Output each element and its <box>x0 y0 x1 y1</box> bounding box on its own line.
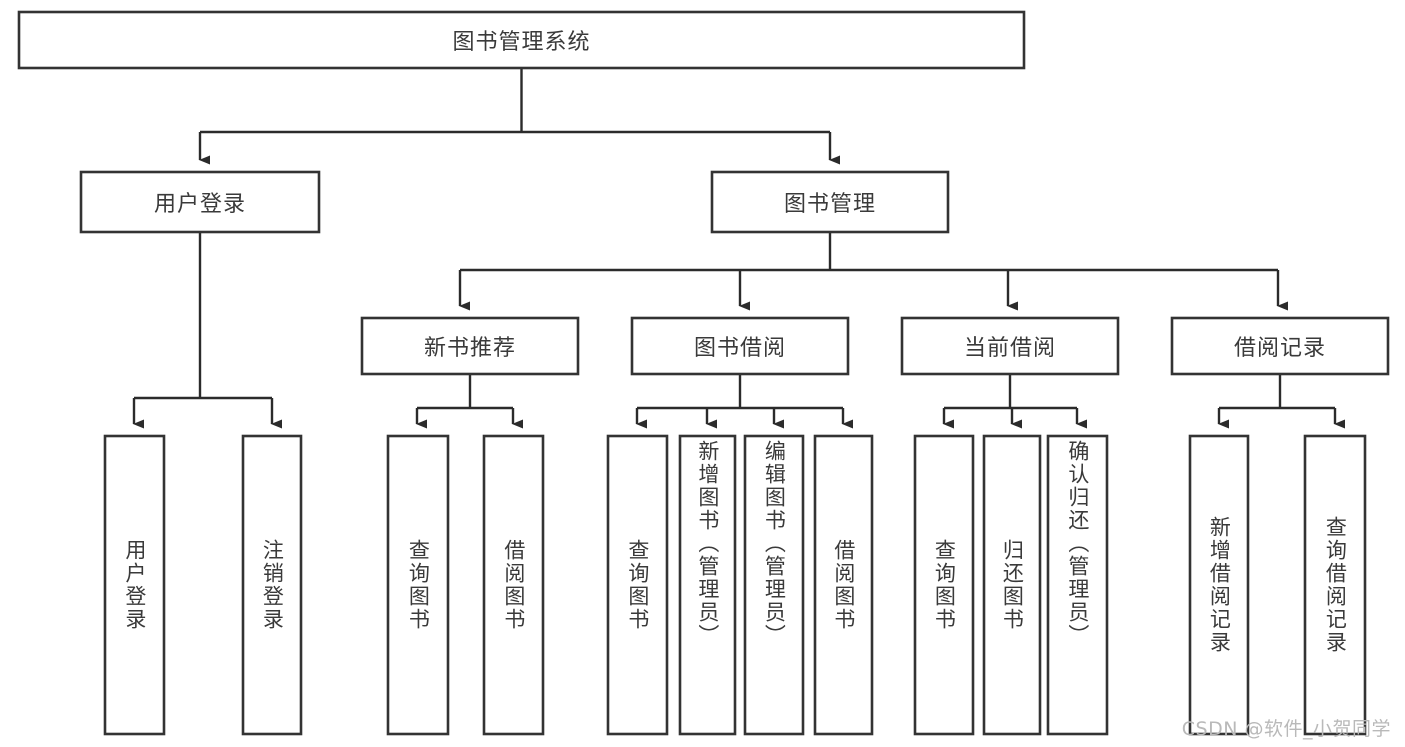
watermark-text: CSDN @软件_小贺同学 <box>1181 718 1391 740</box>
node-box-leaf-return-book[interactable] <box>982 434 1042 736</box>
edges-borrow-record-to-leaves <box>1217 374 1345 429</box>
node-box-leaf-add-borrow-record[interactable] <box>1188 434 1250 736</box>
edges-book-manage-to-level3 <box>458 232 1288 311</box>
node-box-leaf-query-book-1[interactable] <box>386 434 450 736</box>
node-box-root[interactable] <box>17 10 1026 70</box>
node-box-leaf-confirm-return-admin[interactable] <box>1046 434 1109 736</box>
node-box-leaf-borrow-book-1[interactable] <box>482 434 545 736</box>
node-box-leaf-user-login[interactable] <box>103 434 166 736</box>
node-box-new-book-recommend[interactable] <box>360 316 580 376</box>
node-box-leaf-query-borrow-record[interactable] <box>1303 434 1367 736</box>
node-box-leaf-edit-book-admin[interactable] <box>743 434 805 736</box>
edges-book-borrow-to-leaves <box>635 374 853 429</box>
node-box-leaf-query-book-3[interactable] <box>913 434 975 736</box>
node-box-leaf-borrow-book-2[interactable] <box>813 434 874 736</box>
node-box-leaf-add-book-admin[interactable] <box>678 434 737 736</box>
node-box-book-manage[interactable] <box>710 170 950 234</box>
edges-new-book-recommend-to-leaves <box>415 374 523 429</box>
node-box-current-borrow[interactable] <box>900 316 1120 376</box>
edges-root-to-level2 <box>198 68 840 165</box>
node-box-borrow-record[interactable] <box>1170 316 1390 376</box>
edges-user-login-to-leaves <box>132 232 282 429</box>
node-box-leaf-query-book-2[interactable] <box>606 434 669 736</box>
node-box-book-borrow[interactable] <box>630 316 850 376</box>
edges-current-borrow-to-leaves <box>942 374 1087 429</box>
node-box-user-login[interactable] <box>79 170 321 234</box>
node-box-leaf-user-logout[interactable] <box>241 434 303 736</box>
